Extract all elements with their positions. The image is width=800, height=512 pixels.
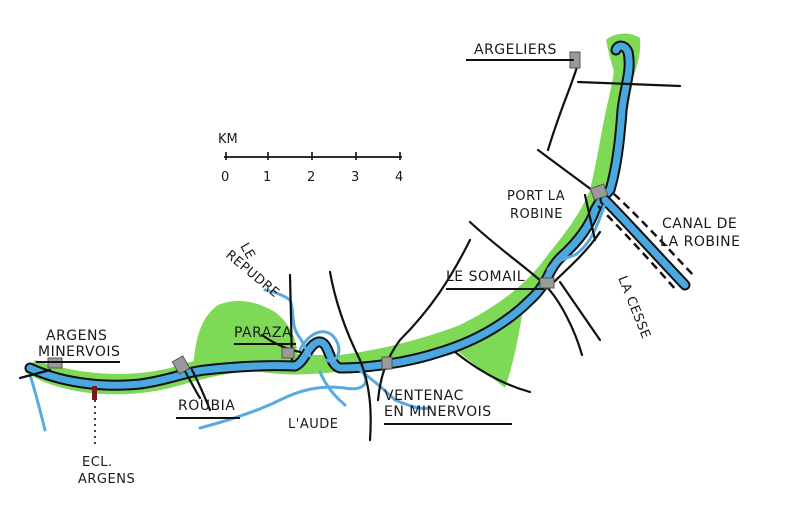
label-ventenac-1: VENTENAC	[384, 388, 464, 404]
river-sud	[318, 370, 347, 407]
label-laude: L'AUDE	[288, 417, 338, 432]
road-argeliers-east	[576, 80, 682, 88]
road-roubia	[190, 368, 212, 412]
river-paraza-loop	[298, 330, 341, 363]
locks	[47, 51, 609, 375]
canal-water	[26, 42, 633, 389]
lock-ventenac	[381, 356, 393, 370]
canal-du-midi	[24, 40, 695, 391]
robine-dashed-east	[613, 193, 695, 277]
lock-roubia	[171, 355, 191, 375]
label-canal-robine-1: CANAL DE	[662, 216, 737, 232]
label-ecl-argens-2: ARGENS	[78, 472, 135, 487]
roads	[18, 62, 682, 442]
scale-label-0: 0	[221, 170, 229, 185]
scale-unit: KM	[218, 132, 238, 147]
river-aude-west	[28, 373, 47, 432]
label-argens-1: ARGENS	[46, 328, 107, 344]
ecluse-argens-marker	[92, 386, 97, 400]
rivers	[28, 204, 606, 432]
robine-dashed-west	[597, 205, 677, 291]
scale-ticks	[225, 152, 401, 160]
scale-label-3: 3	[351, 170, 359, 185]
road-paraza-loop	[260, 333, 302, 354]
road-argeliers	[546, 62, 580, 152]
label-canal-robine-2: LA ROBINE	[660, 234, 740, 250]
scale-label-4: 4	[395, 170, 403, 185]
road-argens-west	[18, 368, 52, 380]
lock-port-robine	[589, 183, 609, 201]
robine-water	[601, 196, 689, 289]
road-ventenac-north	[376, 238, 472, 402]
river-repudre	[263, 288, 312, 358]
lock-somail	[539, 277, 555, 289]
label-le-repudre-1: LE	[237, 241, 258, 263]
label-argeliers: ARGELIERS	[474, 42, 557, 58]
label-paraza: PARAZA	[234, 325, 292, 341]
river-cesse	[546, 204, 606, 272]
label-le-somail: LE SOMAIL	[446, 269, 525, 285]
label-roubia: ROUBIA	[178, 398, 235, 414]
river-aude	[198, 368, 432, 430]
label-ventenac-2: EN MINERVOIS	[384, 404, 492, 420]
label-ecl-argens-1: ECL.	[82, 455, 113, 470]
road-port-robine-east	[583, 193, 597, 242]
scale-label-2: 2	[307, 170, 315, 185]
road-ventenac-long	[328, 270, 372, 442]
road-somail-east	[558, 280, 602, 342]
road-port-robine-north	[536, 148, 602, 198]
green-paraza-zone	[193, 300, 298, 370]
lock-paraza	[281, 347, 295, 359]
label-port-la-robine-2: ROBINE	[510, 207, 563, 222]
road-paraza	[288, 273, 294, 362]
road-somail-lower	[453, 350, 532, 394]
scale-bar: KM 0 1 2 3 4	[218, 132, 403, 185]
scale-label-1: 1	[263, 170, 271, 185]
label-argens-2: MINERVOIS	[38, 344, 120, 360]
place-labels: ARGELIERS PORT LA ROBINE CANAL DE LA ROB…	[36, 42, 740, 487]
label-port-la-robine-1: PORT LA	[507, 189, 565, 204]
label-la-cesse: LA CESSE	[614, 274, 653, 341]
